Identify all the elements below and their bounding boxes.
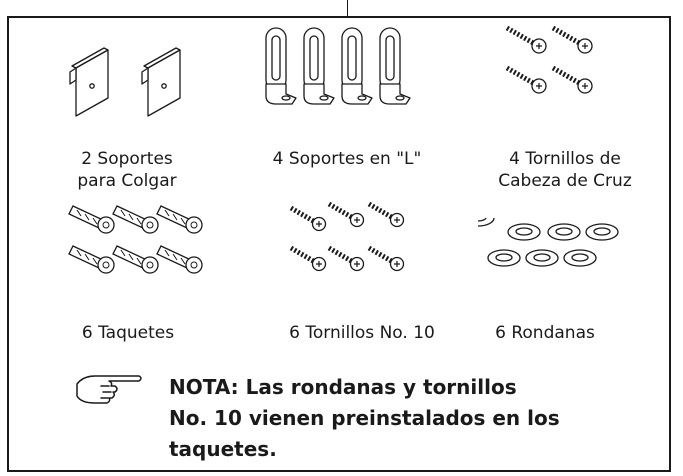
item-label-phillips-screws: 4 Tornillos de Cabeza de Cruz [498, 149, 632, 191]
hanging-bracket-icon [69, 47, 181, 117]
phillips-screw-icon [495, 24, 615, 114]
wall-anchor-icon [68, 205, 203, 274]
pointing-hand-icon [76, 375, 142, 404]
installation-note: NOTA: Las rondanas y tornillos No. 10 vi… [169, 375, 560, 461]
top-divider-line [347, 0, 348, 17]
screw-icon [285, 200, 425, 290]
item-label-washers: 6 Rondanas [495, 323, 595, 343]
l-bracket-icon [265, 27, 411, 105]
item-label-no10-screws: 6 Tornillos No. 10 [289, 323, 435, 343]
parts-list-frame [7, 16, 671, 472]
washer-icon [478, 218, 619, 267]
item-label-hanging-brackets: 2 Soportes para Colgar [77, 149, 177, 191]
item-label-l-brackets: 4 Soportes en "L" [272, 149, 422, 169]
item-label-wall-anchors: 6 Taquetes [81, 323, 175, 343]
